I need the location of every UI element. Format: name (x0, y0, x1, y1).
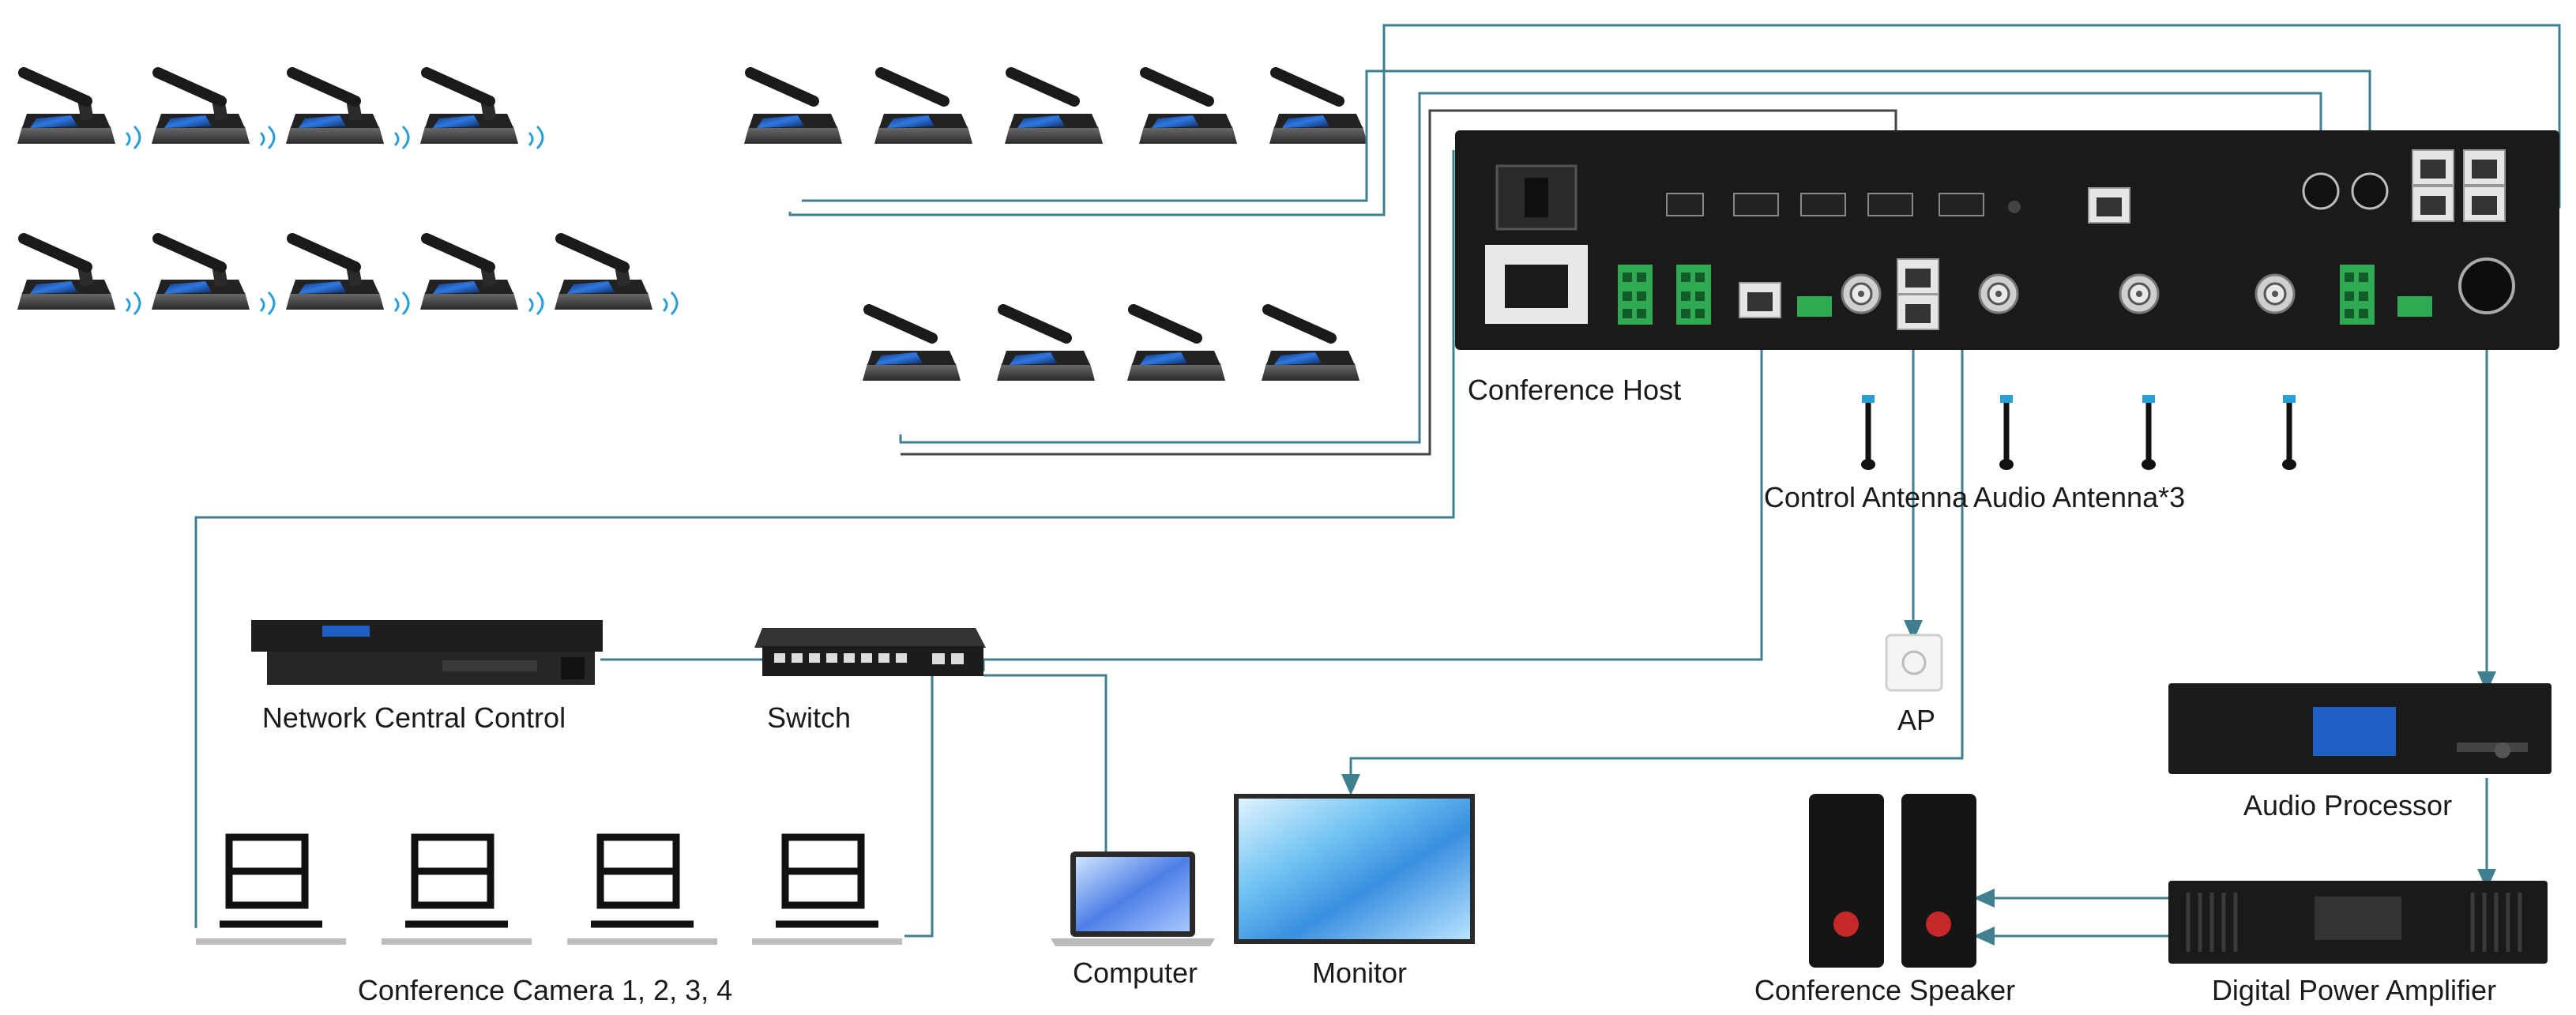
cable-line (983, 674, 1107, 853)
audio-processor-device (2168, 683, 2552, 774)
gooseneck-microphone-icon (1139, 73, 1237, 144)
antenna-icon (2282, 395, 2296, 470)
gooseneck-microphone-icon (1269, 73, 1367, 144)
gooseneck-microphone-icon (17, 73, 140, 148)
conference-cameras (196, 837, 902, 945)
gooseneck-microphone-icon (420, 73, 543, 148)
gooseneck-microphone-icon (1005, 73, 1103, 144)
conference-camera-label: Conference Camera 1, 2, 3, 4 (357, 974, 733, 1006)
antennas (1861, 395, 2296, 470)
gooseneck-microphone-icon (997, 310, 1095, 381)
monitor-display (1234, 794, 1475, 944)
antenna-icon (1861, 395, 1875, 470)
gooseneck-microphone-icon (286, 73, 408, 148)
gooseneck-microphone-icon (863, 310, 961, 381)
network-central-control-device (251, 620, 603, 685)
access-point-icon (1885, 633, 1943, 692)
conference-speakers (1809, 794, 1976, 968)
cable-line (904, 670, 983, 938)
digital-power-amplifier-device (2168, 881, 2548, 964)
cable-line (983, 340, 1763, 661)
laptop-computer (1051, 851, 1215, 946)
antenna-icon (2142, 395, 2156, 470)
gooseneck-microphone-icon (1127, 310, 1225, 381)
gooseneck-microphone-icon (555, 239, 677, 314)
gooseneck-microphone-icon (152, 73, 274, 148)
cable-line (194, 150, 1455, 928)
ap-label: AP (1897, 704, 1936, 736)
digital-power-amplifier-label: Digital Power Amplifier (2211, 974, 2497, 1006)
conference-host (1455, 130, 2559, 350)
cable-line (901, 109, 1897, 456)
microphone-units (17, 73, 1367, 381)
network-central-control-label: Network Central Control (261, 701, 566, 734)
gooseneck-microphone-icon (420, 239, 543, 314)
conference-camera-icon (567, 837, 717, 945)
control-antenna-label: Control Antenna (1763, 481, 1969, 513)
conference-camera-icon (752, 837, 902, 945)
conference-camera-icon (196, 837, 346, 945)
gooseneck-microphone-icon (286, 239, 408, 314)
conference-speaker-label: Conference Speaker (1754, 974, 2016, 1006)
gooseneck-microphone-icon (152, 239, 274, 314)
network-switch-device (754, 628, 986, 676)
gooseneck-microphone-icon (17, 239, 140, 314)
audio-processor-label: Audio Processor (2243, 789, 2453, 821)
cable-line (802, 70, 2371, 202)
cable-line (788, 24, 2561, 216)
conference-host-label: Conference Host (1467, 374, 1682, 406)
computer-label: Computer (1072, 957, 1198, 989)
antenna-icon (1999, 395, 2014, 470)
gooseneck-microphone-icon (1262, 310, 1359, 381)
cable-line (899, 92, 2322, 444)
cable-line (1341, 316, 1964, 795)
switch-label: Switch (766, 701, 852, 734)
conference-camera-icon (382, 837, 532, 945)
monitor-label: Monitor (1311, 957, 1408, 989)
gooseneck-microphone-icon (744, 73, 842, 144)
audio-antenna-label: Audio Antenna*3 (1972, 481, 2186, 513)
gooseneck-microphone-icon (874, 73, 972, 144)
